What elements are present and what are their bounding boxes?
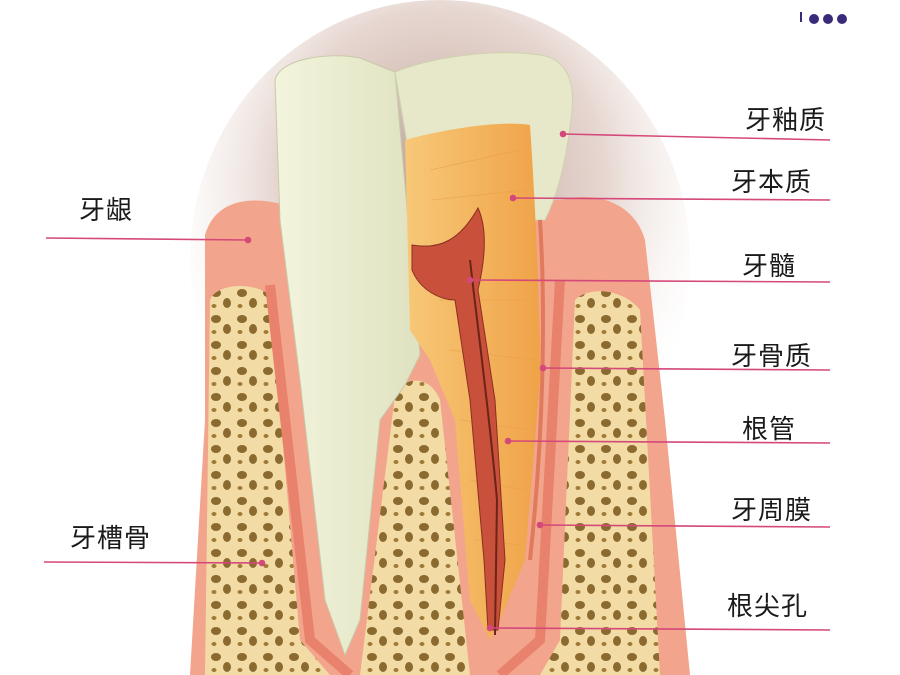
alveolar-bone-right: [540, 291, 660, 675]
leader-dot-gum: [244, 236, 252, 244]
label-alveolar-bone: 牙槽骨: [70, 524, 152, 554]
label-apical-foramen: 根尖孔: [727, 592, 809, 622]
label-periodontal-ligament: 牙周膜: [731, 496, 813, 526]
leader-dot-apical: [486, 624, 494, 632]
leader-line-gum: [45, 237, 249, 241]
label-enamel: 牙釉质: [745, 106, 827, 136]
label-cementum: 牙骨质: [731, 342, 813, 372]
label-pulp: 牙髓: [742, 252, 797, 282]
leader-line-enamel: [562, 133, 831, 141]
alveolar-bone-left: [205, 285, 330, 675]
label-dentin: 牙本质: [731, 168, 813, 198]
leader-line-apical: [489, 627, 831, 631]
leader-dot-periodontal: [536, 521, 544, 529]
label-root-canal: 根管: [742, 415, 797, 445]
leader-dot-pulp: [466, 276, 474, 284]
leader-line-cementum: [542, 367, 831, 371]
leader-dot-cementum: [539, 364, 547, 372]
root-canal-nerve: [469, 259, 499, 636]
leader-line-periodontal: [539, 524, 831, 528]
leader-line-root-canal: [507, 440, 831, 444]
tooth-left-half: [274, 55, 421, 657]
leader-dot-dentin: [509, 194, 517, 202]
leader-dot-alveolar: [258, 559, 266, 567]
leader-line-alveolar: [43, 561, 263, 564]
leader-line-dentin: [512, 197, 831, 201]
leader-dot-root-canal: [504, 437, 512, 445]
alveolar-bone-middle: [360, 380, 470, 675]
pulp-chamber: [411, 206, 506, 631]
corner-decoration: [800, 12, 847, 24]
leader-line-pulp: [469, 279, 831, 283]
periodontal-ligament-outline: [265, 279, 565, 675]
leader-dot-enamel: [559, 130, 567, 138]
label-gingiva: 牙龈: [79, 196, 134, 226]
